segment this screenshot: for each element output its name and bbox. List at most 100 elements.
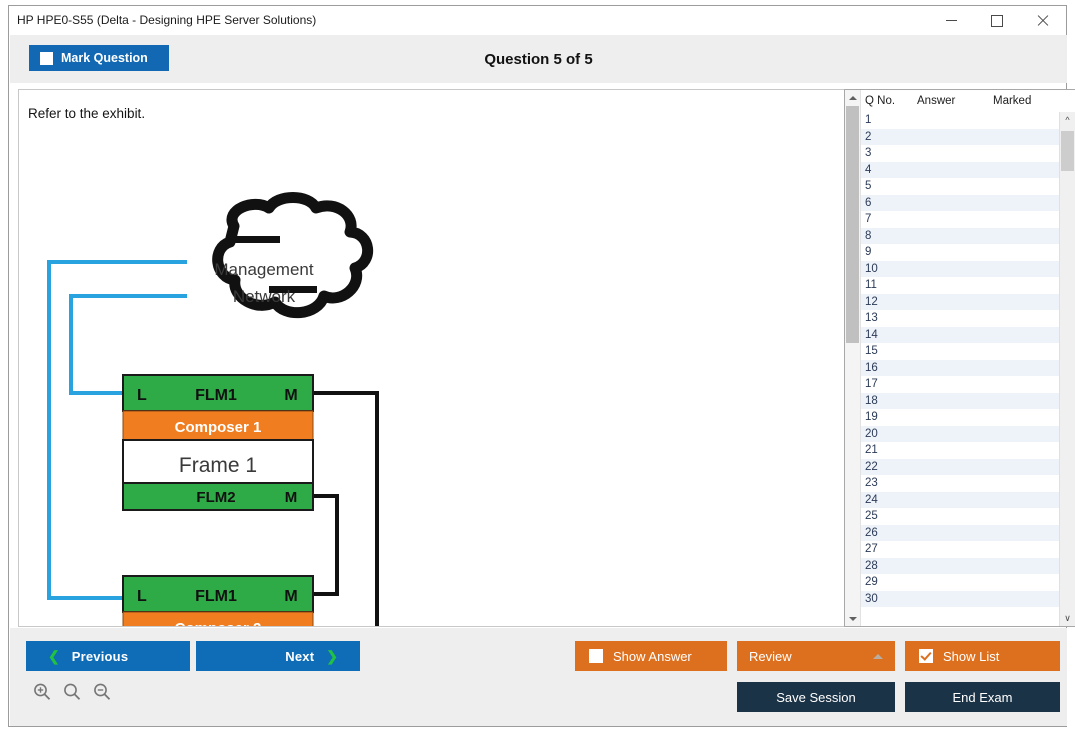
question-list-row[interactable]: 11 (861, 277, 1060, 294)
review-dropdown[interactable]: Review (737, 641, 895, 671)
question-list-row[interactable]: 9 (861, 244, 1060, 261)
panel-scrollbar[interactable] (845, 90, 861, 626)
zoom-out-icon[interactable] (92, 682, 112, 702)
question-number: 24 (865, 493, 878, 506)
show-answer-checkbox[interactable] (589, 649, 603, 663)
question-number: 12 (865, 295, 878, 308)
svg-text:M: M (284, 588, 297, 605)
question-list-row[interactable]: 5 (861, 178, 1060, 195)
question-number: 13 (865, 312, 878, 325)
column-header-marked: Marked (993, 94, 1032, 107)
application-window: HP HPE0-S55 (Delta - Designing HPE Serve… (8, 5, 1075, 727)
question-list-row[interactable]: 10 (861, 260, 1060, 277)
question-list-row[interactable]: 4 (861, 161, 1060, 178)
question-number: 15 (865, 345, 878, 358)
question-number: 5 (865, 180, 872, 193)
question-number: 25 (865, 510, 878, 523)
save-session-label: Save Session (776, 689, 856, 705)
panel-scrollbar-thumb[interactable] (846, 106, 859, 343)
question-list-row[interactable]: 24 (861, 491, 1060, 508)
save-session-button[interactable]: Save Session (737, 682, 895, 712)
scroll-up-icon[interactable] (845, 90, 860, 105)
question-list-row[interactable]: 6 (861, 194, 1060, 211)
question-list-row[interactable]: 7 (861, 211, 1060, 228)
question-prompt: Refer to the exhibit. (28, 106, 146, 121)
next-button[interactable]: Next ❯ (196, 641, 360, 671)
question-list-row[interactable]: 28 (861, 557, 1060, 574)
question-number: 21 (865, 444, 878, 457)
close-icon[interactable] (1020, 6, 1066, 35)
question-list-scrollbar-thumb[interactable] (1061, 131, 1074, 171)
question-number: 10 (865, 262, 878, 275)
question-list-row[interactable]: 23 (861, 475, 1060, 492)
svg-text:L: L (137, 588, 147, 605)
chevron-left-icon: ❮ (48, 647, 60, 664)
scroll-down-icon[interactable] (845, 611, 860, 626)
question-list-row[interactable]: 25 (861, 508, 1060, 525)
question-content-pane: Refer to the exhibit. Management Network (18, 89, 844, 627)
question-number: 14 (865, 328, 878, 341)
question-list-row[interactable]: 27 (861, 541, 1060, 558)
management-network-cloud: Management Network (212, 192, 374, 319)
review-label: Review (749, 648, 792, 664)
question-list-row[interactable]: 29 (861, 574, 1060, 591)
question-list-row[interactable]: 2 (861, 128, 1060, 145)
list-scroll-down-icon[interactable]: ∨ (1064, 612, 1071, 623)
question-list-row[interactable]: 30 (861, 590, 1060, 607)
cloud-label-line1: Management (214, 260, 314, 279)
question-number: 17 (865, 378, 878, 391)
question-list-row[interactable]: 8 (861, 227, 1060, 244)
column-header-answer: Answer (917, 94, 956, 107)
show-list-checkbox[interactable] (919, 649, 933, 663)
question-list-scrollbar[interactable]: ^ ∨ (1059, 112, 1075, 626)
question-list-row[interactable]: 17 (861, 376, 1060, 393)
question-list-row[interactable]: 26 (861, 524, 1060, 541)
show-list-button[interactable]: Show List (905, 641, 1060, 671)
question-number: 28 (865, 559, 878, 572)
caret-up-icon (873, 653, 883, 659)
zoom-icon[interactable] (62, 682, 82, 702)
cloud-label-line2: Network (233, 287, 296, 306)
question-number: 29 (865, 576, 878, 589)
mark-question-button[interactable]: Mark Question (29, 45, 169, 71)
question-list-row[interactable]: 19 (861, 409, 1060, 426)
svg-text:Composer 2: Composer 2 (175, 620, 262, 627)
svg-text:M: M (285, 489, 298, 506)
management-link-inner (69, 294, 187, 395)
svg-text:FLM2: FLM2 (196, 489, 235, 506)
question-number: 16 (865, 361, 878, 374)
title-bar: HP HPE0-S55 (Delta - Designing HPE Serve… (9, 6, 1066, 35)
management-link-outer (47, 260, 187, 600)
question-list-row[interactable]: 12 (861, 293, 1060, 310)
minimize-icon[interactable] (928, 6, 974, 35)
zoom-in-icon[interactable] (32, 682, 52, 702)
list-scroll-up-icon[interactable]: ^ (1065, 114, 1070, 125)
show-answer-button[interactable]: Show Answer (575, 641, 727, 671)
question-list-row[interactable]: 3 (861, 145, 1060, 162)
question-list-row[interactable]: 16 (861, 359, 1060, 376)
end-exam-button[interactable]: End Exam (905, 682, 1060, 712)
question-number: 20 (865, 427, 878, 440)
question-list-row[interactable]: 20 (861, 425, 1060, 442)
svg-text:Composer 1: Composer 1 (175, 419, 262, 436)
bottom-toolbar: ❮ Previous Next ❯ Show Answer Review Sho… (10, 628, 1067, 726)
question-number: 27 (865, 543, 878, 556)
question-number: 30 (865, 592, 878, 605)
previous-button[interactable]: ❮ Previous (26, 641, 190, 671)
question-list-row[interactable]: 14 (861, 326, 1060, 343)
ring-link-paths (303, 391, 379, 626)
question-list-row[interactable]: 22 (861, 458, 1060, 475)
question-list-row[interactable]: 18 (861, 392, 1060, 409)
question-number: 26 (865, 526, 878, 539)
question-header-bar: Question 5 of 5 Mark Question (10, 35, 1067, 83)
mark-question-checkbox[interactable] (40, 51, 53, 65)
maximize-icon[interactable] (974, 6, 1020, 35)
question-list-row[interactable]: 13 (861, 310, 1060, 327)
window-controls (928, 6, 1066, 35)
question-list-row[interactable]: 21 (861, 442, 1060, 459)
question-list-row[interactable]: 1 (861, 112, 1060, 129)
exhibit-diagram: Management Network L FLM1 M Composer 1 (47, 192, 379, 627)
question-list-row[interactable]: 15 (861, 343, 1060, 360)
